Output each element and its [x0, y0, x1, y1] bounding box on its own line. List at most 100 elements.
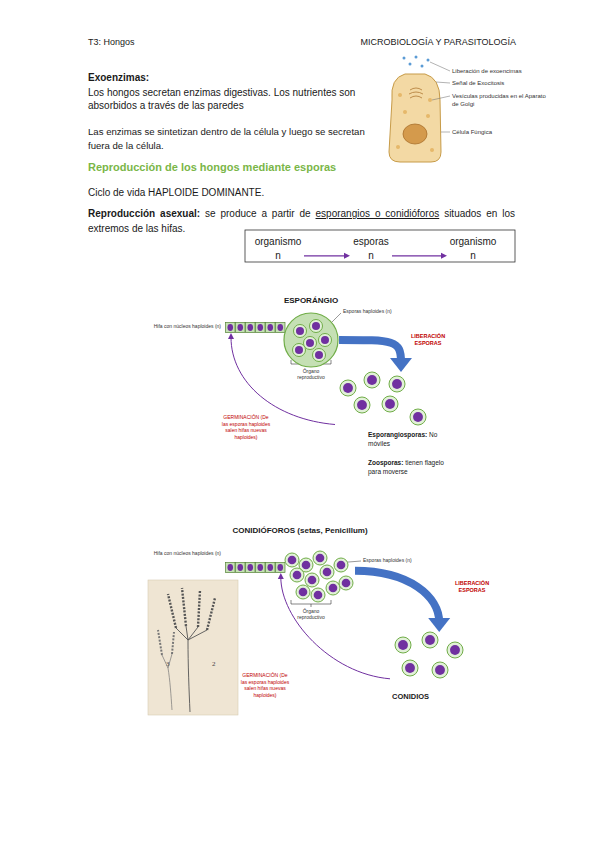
exoenzyme [415, 56, 418, 59]
spore-nucleus [385, 399, 395, 409]
spore [294, 325, 307, 338]
spore-nucleus [296, 327, 304, 335]
spore [313, 551, 327, 565]
spore [305, 573, 319, 587]
spore [364, 372, 380, 388]
paragraph: Reproducción asexual: se produce a parti… [88, 206, 515, 236]
hypha: Hifa con núcleos haploides (n) [225, 562, 287, 573]
vesicle [403, 110, 407, 114]
spore-nucleus [425, 635, 435, 645]
connector-line [339, 340, 401, 362]
body-text: Los hongos secretan enzimas digestivas. … [88, 86, 362, 112]
body-text: esporangios o conidióforos [316, 208, 440, 219]
hypha-nucleus [267, 324, 273, 331]
fungal-cell [389, 74, 441, 162]
node-text: n [340, 250, 402, 261]
spore [339, 576, 353, 590]
hypha-nucleus [257, 564, 263, 571]
conidia-chain [168, 588, 215, 630]
hypha-nucleus [257, 324, 263, 331]
hypha-nucleus [227, 324, 233, 331]
conidiophore: CONIDIÓFOROS (setas, Penicillum) [283, 550, 355, 602]
hypha-cell [266, 563, 276, 573]
hypha-cell [256, 563, 266, 573]
spore-nucleus [302, 561, 311, 570]
spore-nucleus [314, 591, 323, 600]
spore [326, 581, 340, 595]
spore-nucleus [306, 339, 314, 347]
spore-nucleus [405, 663, 415, 673]
hypha-cell [256, 323, 266, 333]
node-text: CONIDIOS [392, 692, 429, 701]
cell-nucleus [403, 124, 427, 144]
conidia-cluster: CONIDIOS [390, 632, 472, 704]
arrowhead [390, 358, 412, 372]
conidiophore-shape [283, 550, 355, 602]
spore-nucleus [343, 383, 353, 393]
connector [339, 340, 412, 372]
hypha-cell [246, 563, 256, 573]
connector [392, 253, 447, 259]
edge-label: GERMINACIÓN (De las esporas haploides sa… [220, 414, 272, 440]
body-text: Reproducción asexual: [88, 208, 200, 219]
leader-line [430, 62, 450, 132]
spore-nucleus [342, 579, 351, 588]
spore [354, 397, 370, 413]
term: Esporangiosporas: [368, 431, 427, 438]
exoenzyme [403, 57, 406, 60]
vesicle [398, 93, 402, 97]
hypha-cell [236, 323, 246, 333]
spore [410, 409, 426, 425]
node-text: n [437, 250, 509, 261]
spore [319, 334, 332, 347]
hypha-nucleus [237, 324, 243, 331]
callout-label: Vesículas producidas en el Aparato de Go… [452, 92, 548, 108]
edge-label: LIBERACIÓN ESPORAS [408, 333, 448, 346]
spore-nucleus [357, 400, 367, 410]
body-text: Ciclo de vida HAPLOIDE DOMINANTE. [88, 187, 264, 198]
edge-label: LIBERACIÓN ESPORAS [452, 580, 492, 593]
node-text: Hifa con núcleos haploides (n) [154, 323, 221, 329]
spore-nucleus [316, 554, 325, 563]
connector-line [304, 255, 346, 256]
spore [296, 585, 310, 599]
vesicle [428, 98, 432, 102]
hypha-cell [226, 323, 236, 333]
hypha-nucleus [277, 564, 283, 571]
node-text: esporas [340, 236, 402, 247]
arrowhead [228, 333, 234, 339]
spore-nucleus [288, 556, 297, 565]
node-text: organismo [437, 236, 509, 247]
sporangium-shape [283, 312, 339, 368]
spore [340, 380, 356, 396]
node-text-group: Zoosporas: tienen flagelo para moverse [368, 458, 450, 476]
bracket [291, 600, 331, 607]
connector-line [281, 577, 390, 679]
section-heading: Reproducción de los hongos mediante espo… [88, 161, 336, 173]
conidiophore-stalk [176, 626, 207, 712]
callout-label: Señal de Exocitosis [452, 80, 504, 86]
exoenzyme [409, 63, 412, 66]
spore [320, 565, 334, 579]
connector-line [231, 337, 335, 424]
node-text: n [242, 250, 314, 261]
hypha-cell [236, 563, 246, 573]
connector [228, 333, 335, 425]
connector [304, 253, 350, 259]
cycle-stage: esporasn [350, 234, 392, 262]
spore-nucleus [413, 412, 423, 422]
spore-nucleus [312, 322, 320, 330]
spore-nucleus [295, 346, 303, 354]
spore-nucleus [435, 665, 445, 675]
exoenzyme [427, 59, 430, 62]
spore-nucleus [293, 571, 302, 580]
arrowhead [441, 253, 447, 259]
hypha-shape [225, 322, 285, 333]
connector [278, 573, 390, 679]
body-text: Las enzimas se sintetizan dentro de la c… [88, 125, 382, 153]
vesicle [426, 114, 430, 118]
spore [382, 396, 398, 412]
vesicle [396, 145, 400, 149]
spore [290, 568, 304, 582]
